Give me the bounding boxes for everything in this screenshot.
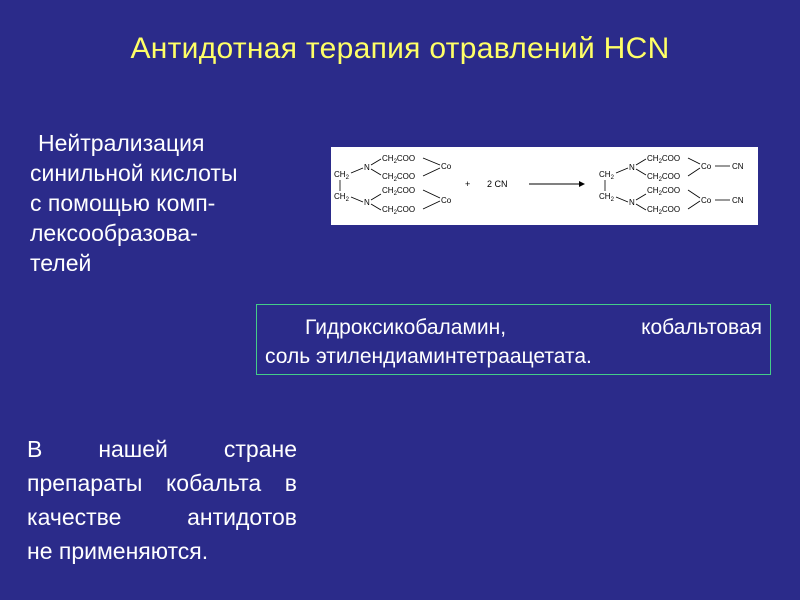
plus-sign: + [465, 179, 470, 189]
ch2coo-label: CH2COO [382, 186, 415, 197]
bottom-word: В [27, 436, 43, 462]
product-molecule: CH2 CH2 N N CH2COO CH2COO CH2COO CH2COO [599, 154, 744, 216]
ch2coo-label: CH2COO [647, 205, 680, 216]
bottom-word: качестве [27, 504, 122, 530]
ch2coo-label: CH2COO [382, 205, 415, 216]
reagent-label: 2 CN [487, 179, 508, 189]
ch2coo-label: CH2COO [647, 186, 680, 197]
left-text-block: Нейтрализация синильной кислоты с помощь… [30, 128, 290, 278]
bottom-word: стране [223, 436, 297, 462]
antidote-box: Гидроксикобаламин, кобальтовая соль этил… [256, 304, 771, 375]
bottom-word: в [284, 470, 297, 496]
ch2-label: CH2 [334, 192, 350, 203]
ch2-label: CH2 [334, 170, 350, 181]
ch2coo-label: CH2COO [382, 172, 415, 183]
antidote-line: Гидроксикобаламин, кобальтовая [265, 313, 762, 342]
nitrogen-label: N [364, 198, 370, 207]
ch2coo-label: CH2COO [647, 172, 680, 183]
cobalt-label: Co [441, 196, 452, 205]
ch2-label: CH2 [599, 170, 615, 181]
ch2-label: CH2 [599, 192, 615, 203]
left-text-line: с помощью комп- [30, 190, 216, 216]
bottom-word: кобальта [165, 470, 262, 496]
bottom-word: нашей [98, 436, 168, 462]
bottom-text-line: препараты кобальта в [27, 466, 297, 500]
antidote-word: Гидроксикобаламин, [305, 316, 507, 339]
ch2coo-label: CH2COO [647, 154, 680, 165]
ch2coo-label: CH2COO [382, 154, 415, 165]
left-text-line: лексообразова- [30, 220, 198, 246]
antidote-word: кобальтовая [641, 316, 762, 339]
left-text-line: телей [30, 250, 92, 276]
cyanide-label: CN [732, 162, 744, 171]
bottom-text-line: не применяются. [27, 538, 209, 564]
slide-title: Антидотная терапия отравлений HCN [130, 32, 670, 65]
antidote-line: соль этилендиаминтетраацетата. [265, 345, 592, 368]
bottom-text-line: качестве антидотов [27, 500, 297, 534]
reaction-arrow [529, 181, 585, 187]
cobalt-label: Co [441, 162, 452, 171]
reactant-molecule: CH2 CH2 N N CH2COO CH2COO CH2COO [334, 154, 452, 216]
bottom-word: антидотов [187, 504, 297, 530]
bottom-text-line: В нашей стране [27, 432, 297, 466]
nitrogen-label: N [364, 163, 370, 172]
nitrogen-label: N [629, 163, 635, 172]
cobalt-label: Co [701, 196, 712, 205]
nitrogen-label: N [629, 198, 635, 207]
left-text-line: синильной кислоты [30, 160, 238, 186]
reaction-diagram: CH2 CH2 N N CH2COO CH2COO CH2COO [334, 154, 744, 216]
reaction-scheme: CH2 CH2 N N CH2COO CH2COO CH2COO [331, 147, 758, 225]
left-text-line: Нейтрализация [38, 130, 205, 156]
bottom-word: препараты [27, 470, 143, 496]
cobalt-label: Co [701, 162, 712, 171]
bottom-text-block: В нашей стране препараты кобальта в каче… [27, 432, 297, 568]
cyanide-label: CN [732, 196, 744, 205]
